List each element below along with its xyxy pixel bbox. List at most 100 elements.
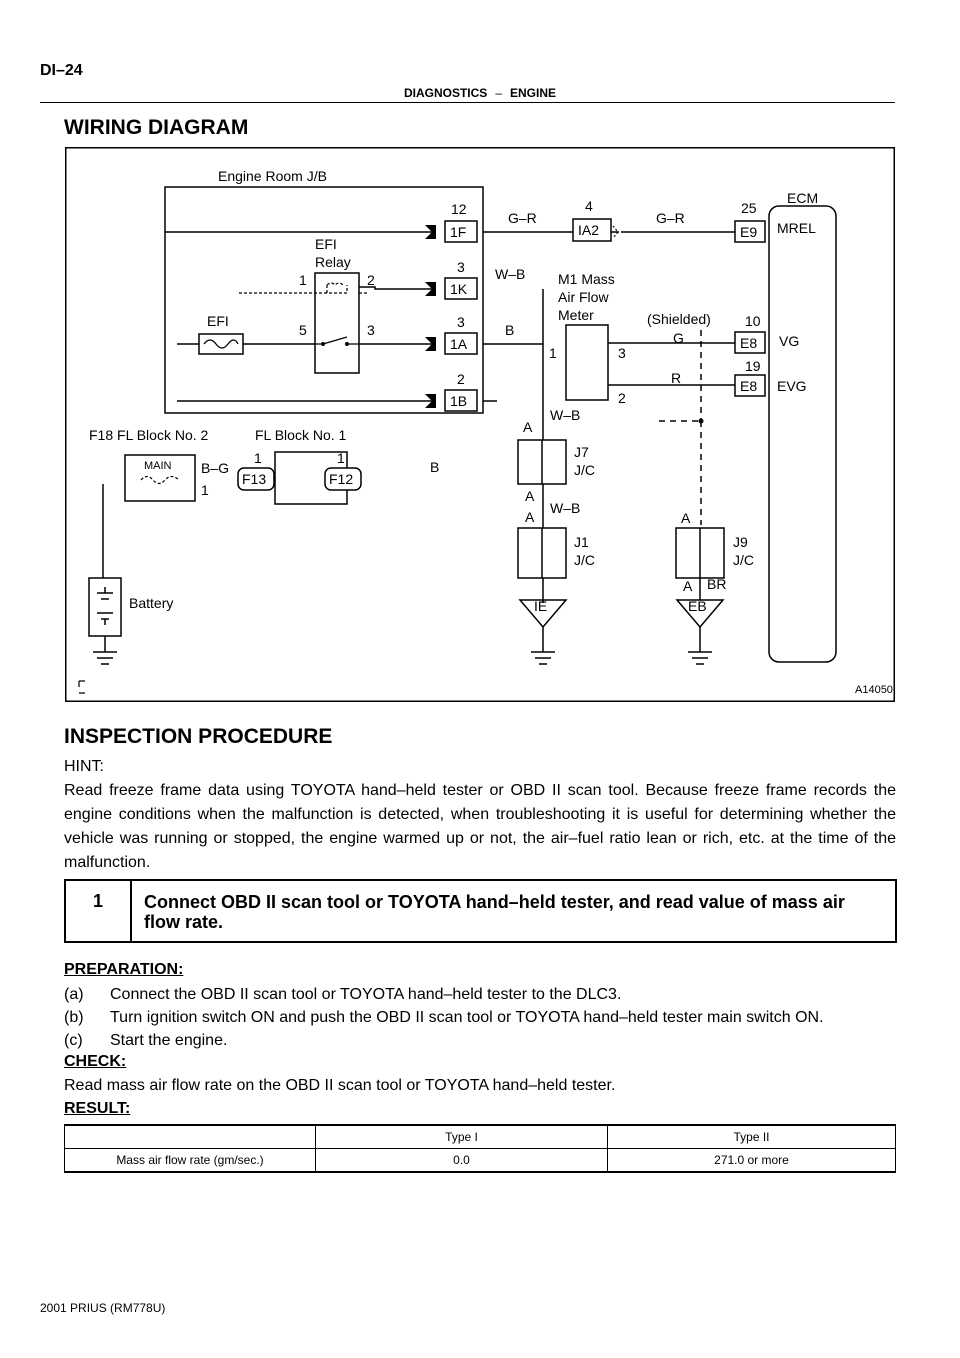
header-rule bbox=[40, 102, 895, 103]
relay-pin-5: 5 bbox=[299, 322, 307, 338]
pin-bg-1: 1 bbox=[201, 482, 209, 498]
connector-ia2-pin bbox=[612, 225, 619, 239]
ground-ie bbox=[518, 599, 568, 665]
jb-wire-1k bbox=[359, 286, 435, 290]
pin-19: 19 bbox=[745, 358, 761, 374]
result-cell-item: Mass air flow rate (gm/sec.) bbox=[64, 1148, 316, 1173]
j7-label-2: J/C bbox=[574, 462, 595, 478]
wire-wb-3: W–B bbox=[550, 500, 580, 516]
result-cell-type2: 271.0 or more bbox=[607, 1148, 896, 1173]
j9-label-1: J9 bbox=[733, 534, 748, 550]
connector-f13-label: F13 bbox=[242, 471, 266, 487]
maf-box bbox=[565, 324, 609, 401]
step-title: Connect OBD II scan tool or TOYOTA hand–… bbox=[144, 892, 845, 932]
maf-pin-1: 1 bbox=[549, 345, 557, 361]
pin-10: 10 bbox=[745, 313, 761, 329]
pin-3-1k: 3 bbox=[457, 259, 465, 275]
ecm-evg: EVG bbox=[777, 378, 807, 394]
connector-1k: 1K bbox=[425, 277, 478, 300]
efi-fuse-element bbox=[203, 339, 239, 349]
shield-junction bbox=[698, 418, 704, 424]
efi-fuse-label: EFI bbox=[207, 313, 229, 329]
preparation-label: PREPARATION: bbox=[64, 961, 184, 978]
ground-ie-label: IE bbox=[534, 598, 547, 614]
hint-label: HINT: bbox=[64, 758, 104, 775]
connector-ia2-label: IA2 bbox=[578, 222, 599, 238]
connector-1f-label: 1F bbox=[450, 224, 466, 240]
fl-block1-label: FL Block No. 1 bbox=[255, 427, 347, 443]
wire-gr-2: G–R bbox=[656, 210, 685, 226]
wire-br: BR bbox=[707, 576, 726, 592]
pin-2-1b: 2 bbox=[457, 371, 465, 387]
connector-e8-evg-label: E8 bbox=[740, 378, 757, 394]
prep-text-c: Start the engine. bbox=[110, 1032, 228, 1049]
corner-mark bbox=[78, 680, 85, 694]
point-a-4: A bbox=[681, 510, 691, 526]
connector-1b-label: 1B bbox=[450, 393, 467, 409]
result-header-type2: Type II bbox=[607, 1124, 896, 1149]
pin-f12-1: 1 bbox=[337, 450, 345, 466]
relay-contact-dot-2 bbox=[345, 342, 349, 346]
point-a-2: A bbox=[525, 488, 535, 504]
relay-pin-1: 1 bbox=[299, 272, 307, 288]
prep-key-c: (c) bbox=[64, 1032, 83, 1049]
image-code: A14050 bbox=[855, 684, 893, 696]
connector-f13 bbox=[237, 467, 275, 491]
page-footer: 2001 PRIUS (RM778U) bbox=[40, 1301, 166, 1315]
result-header-type1: Type I bbox=[315, 1124, 608, 1149]
relay-pin-2: 2 bbox=[367, 272, 375, 288]
connector-1k-label: 1K bbox=[450, 281, 468, 297]
connector-e9-label: E9 bbox=[740, 224, 757, 240]
main-fuse-label: MAIN bbox=[144, 460, 172, 472]
table-row: Mass air flow rate (gm/sec.) 0.0 271.0 o… bbox=[64, 1148, 896, 1173]
engine-room-jb-label: Engine Room J/B bbox=[218, 168, 327, 184]
maf-pin-3: 3 bbox=[618, 345, 626, 361]
relay-pin-3: 3 bbox=[367, 322, 375, 338]
j1-label-1: J1 bbox=[574, 534, 589, 550]
ecm-vg: VG bbox=[779, 333, 799, 349]
maf-label-1: M1 Mass bbox=[558, 271, 615, 287]
prep-text-a: Connect the OBD II scan tool or TOYOTA h… bbox=[110, 986, 622, 1003]
battery-symbol bbox=[97, 587, 113, 625]
efi-fuse-box bbox=[198, 333, 244, 355]
prep-key-a: (a) bbox=[64, 986, 84, 1003]
j7-label-1: J7 bbox=[574, 444, 589, 460]
result-label: RESULT: bbox=[64, 1100, 131, 1117]
prep-key-b: (b) bbox=[64, 1009, 84, 1026]
wire-b-1: B bbox=[505, 322, 514, 338]
running-header: DIAGNOSTICS–ENGINE bbox=[0, 86, 960, 100]
hint-text: Read freeze frame data using TOYOTA hand… bbox=[64, 782, 896, 871]
connector-ia2 bbox=[572, 218, 612, 242]
step-box: 1 Connect OBD II scan tool or TOYOTA han… bbox=[64, 879, 897, 943]
engine-room-jb-box bbox=[164, 186, 484, 414]
ground-eb bbox=[675, 578, 725, 665]
battery-box bbox=[88, 577, 122, 637]
pin-f13-1: 1 bbox=[254, 450, 262, 466]
diagram-frame bbox=[65, 147, 895, 702]
wire-b-2: B bbox=[430, 459, 439, 475]
connector-f12 bbox=[324, 467, 362, 491]
page-id: DI–24 bbox=[40, 62, 83, 79]
pin-25: 25 bbox=[741, 200, 757, 216]
maf-label-2: Air Flow bbox=[558, 289, 609, 305]
connector-e8-vg-label: E8 bbox=[740, 335, 757, 351]
ecm-mrel: MREL bbox=[777, 220, 816, 236]
wire-wb-1: W–B bbox=[495, 266, 525, 282]
f18-label: F18 FL Block No. 2 bbox=[89, 427, 209, 443]
result-header-blank bbox=[64, 1124, 316, 1149]
maf-pin-2: 2 bbox=[618, 390, 626, 406]
wiring-diagram-title: WIRING DIAGRAM bbox=[64, 116, 249, 139]
section-name: ENGINE bbox=[510, 86, 557, 100]
wire-bg: B–G bbox=[201, 460, 229, 476]
efi-relay-label-2: Relay bbox=[315, 254, 351, 270]
ecm-label: ECM bbox=[787, 190, 818, 206]
connector-1f: 1F bbox=[425, 220, 478, 243]
prep-text-b: Turn ignition switch ON and push the OBD… bbox=[110, 1009, 824, 1026]
wire-wb-2: W–B bbox=[550, 407, 580, 423]
relay-coil-wire bbox=[239, 282, 367, 294]
shielded-label: (Shielded) bbox=[647, 311, 711, 327]
header-dash: – bbox=[495, 86, 502, 100]
check-text: Read mass air flow rate on the OBD II sc… bbox=[64, 1077, 616, 1094]
result-table-header: Type I Type II bbox=[64, 1124, 896, 1149]
